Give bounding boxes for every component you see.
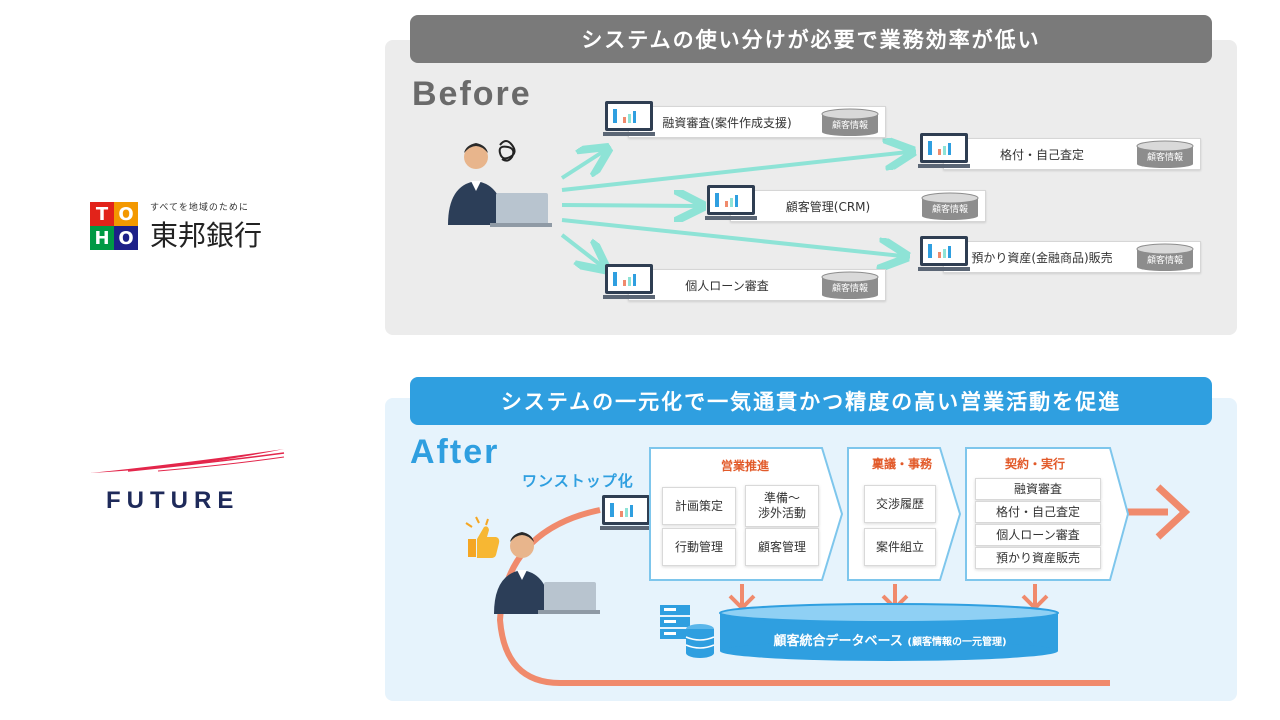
toho-mark-cell: O: [114, 226, 138, 250]
server-database-icon: [660, 605, 715, 658]
toho-mark-cell: T: [90, 202, 114, 226]
thumbs-up-icon: [465, 516, 500, 558]
stage-title-approval: 稟議・事務: [871, 457, 932, 471]
monitor-icon: [600, 495, 652, 530]
monitor-icon: [918, 236, 970, 271]
monitor-icon: [603, 101, 655, 136]
system-label: 格付・自己査定: [999, 147, 1084, 162]
office-worker-before: [448, 140, 552, 227]
database-icon: [821, 271, 879, 299]
before-banner: システムの使い分けが必要で業務効率が低い: [410, 15, 1212, 63]
database-icon: [921, 192, 979, 220]
system-label: 顧客管理(CRM): [785, 199, 871, 214]
stage-item: 顧客管理: [745, 528, 819, 566]
stage-item: 交渉履歴: [864, 485, 936, 523]
toho-mark: T O H O: [90, 202, 138, 250]
system-label: 融資審査(案件作成支援): [662, 115, 792, 130]
database-label: 顧客情報: [931, 205, 968, 215]
stage-item: 計画策定: [662, 487, 736, 525]
stage-title-contract: 契約・実行: [1004, 457, 1065, 471]
after-banner: システムの一元化で一気通貫かつ精度の高い営業活動を促進: [410, 377, 1212, 425]
database-label: 顧客情報: [831, 121, 868, 131]
future-logo: FUTURE: [88, 445, 288, 525]
scribble-icon: [498, 140, 516, 162]
after-label: After: [410, 433, 500, 471]
toho-name: 東邦銀行: [150, 219, 263, 252]
database-icon: [821, 108, 879, 136]
database-label: 顧客情報: [1146, 256, 1183, 266]
monitor-icon: [918, 133, 970, 168]
future-swoosh: [90, 449, 285, 473]
toho-mark-cell: H: [90, 226, 114, 250]
monitor-icon: [603, 264, 655, 299]
before-label: Before: [412, 75, 532, 113]
stage-title-sales: 営業推進: [720, 459, 769, 473]
onestop-label: ワンストップ化: [522, 472, 634, 490]
database-label: 顧客情報: [1146, 153, 1183, 163]
system-label: 個人ローン審査: [685, 278, 769, 293]
stage-item: 行動管理: [662, 528, 736, 566]
database-icon: [1136, 140, 1194, 168]
toho-bank-logo: T O H O すべてを地域のために 東邦銀行: [90, 200, 290, 255]
database-note: (顧客情報の一元管理): [907, 637, 1007, 648]
stage-item: 案件組立: [864, 528, 936, 566]
integrated-database: [719, 603, 1059, 661]
system-label: 預かり資産(金融商品)販売: [971, 250, 1113, 265]
stage-item: 準備〜 渉外活動: [745, 485, 819, 527]
database-name: 顧客統合データベース: [773, 634, 903, 649]
database-icon: [1136, 243, 1194, 271]
integrated-database-label: 顧客統合データベース (顧客情報の一元管理): [730, 630, 1050, 649]
stage-item: 預かり資産販売: [975, 547, 1101, 569]
database-label: 顧客情報: [831, 284, 868, 294]
toho-slogan: すべてを地域のために: [150, 203, 249, 213]
monitor-icon: [705, 185, 757, 220]
office-worker-after: [494, 532, 600, 614]
toho-mark-cell: O: [114, 202, 138, 226]
future-name: FUTURE: [106, 487, 240, 514]
stage-item: 個人ローン審査: [975, 524, 1101, 546]
stage-item: 格付・自己査定: [975, 501, 1101, 523]
stage-item: 融資審査: [975, 478, 1101, 500]
